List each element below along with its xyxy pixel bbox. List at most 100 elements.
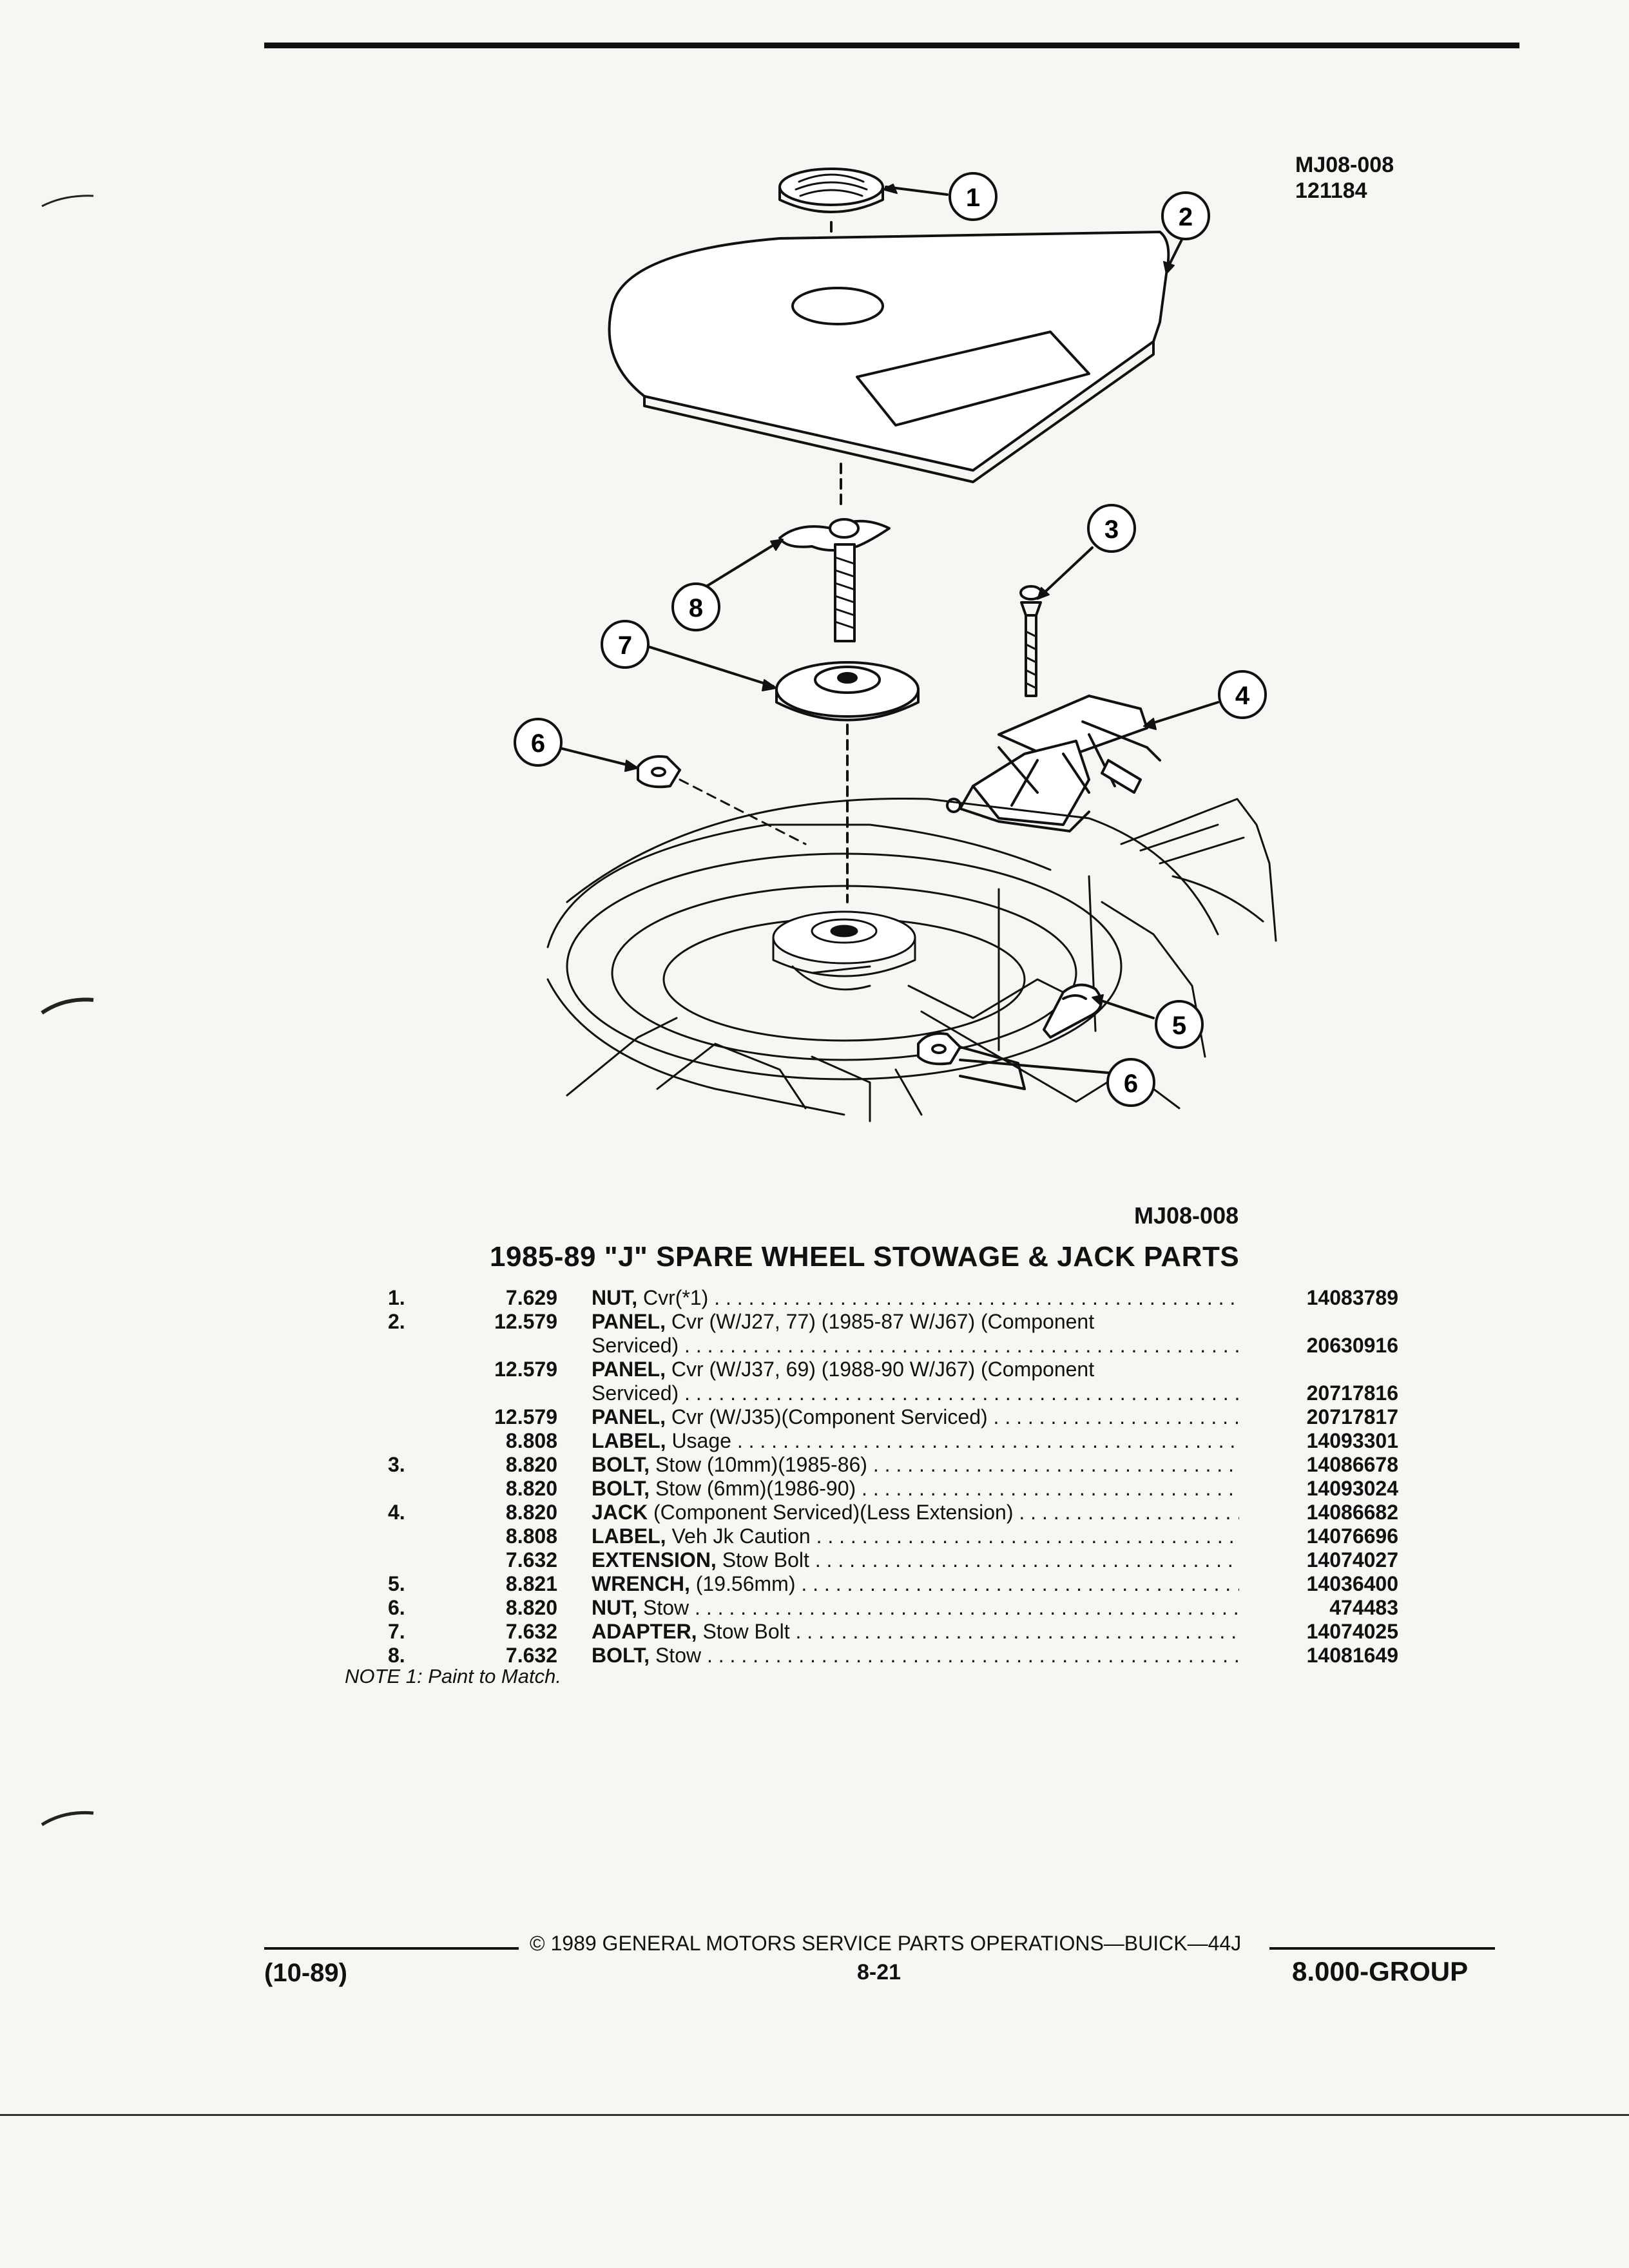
part-description: ADAPTER, Stow Bolt [592, 1620, 1239, 1644]
part-name: BOLT, [592, 1477, 650, 1500]
part-name: LABEL, [592, 1429, 666, 1452]
parts-list: 1. 7.629 NUT, Cvr(*1) 14083789 2. 12.579… [342, 1286, 1398, 1667]
svg-text:2: 2 [1179, 203, 1193, 231]
parts-row: 7. 7.632 ADAPTER, Stow Bolt 14074025 [342, 1620, 1398, 1644]
part-detail: Stow [643, 1596, 1239, 1619]
leader-7 [640, 643, 775, 687]
part-number: 20717816 [1306, 1381, 1398, 1405]
item-number: 3. [388, 1453, 405, 1476]
part-name: EXTENSION, [592, 1548, 717, 1571]
stow-nut-part-upper [637, 755, 681, 789]
part-detail: Stow (10mm)(1985-86) [655, 1453, 1239, 1476]
part-name: LABEL, [592, 1524, 666, 1548]
part-name: BOLT, [592, 1453, 650, 1476]
adapter-part [775, 661, 920, 722]
item-number: 5. [388, 1572, 405, 1595]
part-number: 14036400 [1306, 1572, 1398, 1595]
svg-text:5: 5 [1172, 1012, 1186, 1040]
cover-panel-part [608, 231, 1170, 483]
footer-rule-right [1269, 1947, 1495, 1950]
part-name: PANEL, [592, 1358, 666, 1381]
parts-row: 6. 8.820 NUT, Stow 474483 [342, 1596, 1398, 1620]
cover-nut-part [778, 168, 884, 213]
parts-row: 7.632 EXTENSION, Stow Bolt 14074027 [342, 1548, 1398, 1572]
leader-8 [695, 540, 781, 594]
part-description: PANEL, Cvr (W/J35)(Component Serviced) [592, 1405, 1239, 1429]
stow-nut-part-lower [917, 1032, 1026, 1090]
part-detail: Cvr (W/J35)(Component Serviced) [671, 1405, 1239, 1428]
part-detail: Stow (6mm)(1986-90) [655, 1477, 1239, 1500]
group-code: 8.820 [505, 1596, 557, 1619]
scan-mark [41, 195, 94, 207]
part-description: JACK (Component Serviced)(Less Extension… [592, 1501, 1239, 1524]
callout-6-lower: 6 [1106, 1058, 1155, 1107]
copyright-text: © 1989 GENERAL MOTORS SERVICE PARTS OPER… [530, 1932, 1242, 1955]
parts-row: 12.579 PANEL, Cvr (W/J35)(Component Serv… [342, 1405, 1398, 1429]
figure-id-top: MJ08-008 121184 [1295, 152, 1394, 204]
parts-row: 12.579 PANEL, Cvr (W/J37, 69) (1988-90 W… [342, 1358, 1398, 1405]
leader-5 [1094, 997, 1155, 1019]
scan-mark [41, 1811, 94, 1827]
part-number: 20717817 [1306, 1405, 1398, 1428]
part-description: WRENCH, (19.56mm) [592, 1572, 1239, 1596]
part-detail: Cvr (W/J27, 77) (1985-87 W/J67) (Compone… [671, 1310, 1095, 1333]
parts-list-title: 1985-89 "J" SPARE WHEEL STOWAGE & JACK P… [490, 1241, 1240, 1273]
part-description: NUT, Stow [592, 1596, 1239, 1620]
svg-text:7: 7 [618, 631, 632, 660]
part-description: PANEL, Cvr (W/J37, 69) (1988-90 W/J67) (… [592, 1358, 1239, 1405]
part-number: 14076696 [1306, 1524, 1398, 1548]
part-detail: Usage [671, 1429, 1239, 1452]
part-name: PANEL, [592, 1310, 666, 1333]
footer-rule-left [264, 1947, 519, 1950]
part-name: JACK [592, 1501, 648, 1524]
part-description: PANEL, Cvr (W/J27, 77) (1985-87 W/J67) (… [592, 1310, 1239, 1358]
part-description: BOLT, Stow (10mm)(1985-86) [592, 1453, 1239, 1477]
group-code: 8.808 [505, 1524, 557, 1548]
item-number: 8. [388, 1644, 405, 1667]
callout-4: 4 [1218, 670, 1267, 719]
callout-3: 3 [1087, 504, 1136, 553]
leader-4 [1146, 701, 1219, 726]
scan-mark [41, 997, 94, 1015]
parts-row: 8.808 LABEL, Veh Jk Caution 14076696 [342, 1524, 1398, 1548]
part-number: 14086682 [1306, 1501, 1398, 1524]
group-code: 7.632 [505, 1620, 557, 1643]
svg-text:3: 3 [1104, 515, 1119, 544]
parts-row: 8. 7.632 BOLT, Stow 14081649 [342, 1644, 1398, 1667]
svg-text:6: 6 [531, 729, 545, 758]
figure-id-bottom: MJ08-008 [1134, 1202, 1239, 1229]
figure-code: 121184 [1295, 178, 1367, 203]
group-code: 8.821 [505, 1572, 557, 1595]
figure-id: MJ08-008 [1295, 153, 1394, 177]
part-detail-continued: Serviced) [592, 1381, 1239, 1405]
part-name: ADAPTER, [592, 1620, 697, 1643]
part-description: EXTENSION, Stow Bolt [592, 1548, 1239, 1572]
callout-6-upper: 6 [514, 718, 563, 767]
part-detail: Cvr (W/J37, 69) (1988-90 W/J67) (Compone… [671, 1358, 1095, 1381]
bottom-rule [0, 2114, 1629, 2116]
wrench-part [1043, 983, 1103, 1039]
group-code: 8.808 [505, 1429, 557, 1452]
part-name: BOLT, [592, 1644, 650, 1667]
callout-2: 2 [1161, 191, 1210, 240]
group-code: 8.820 [505, 1453, 557, 1476]
footnote: NOTE 1: Paint to Match. [345, 1665, 561, 1687]
group-number: 8.000-GROUP [1292, 1956, 1469, 1986]
part-number: 14074027 [1306, 1548, 1398, 1571]
part-number: 14074025 [1306, 1620, 1398, 1643]
svg-text:1: 1 [966, 184, 980, 212]
leader-3 [1039, 546, 1094, 597]
part-number: 474483 [1329, 1596, 1398, 1619]
callout-5: 5 [1155, 1000, 1204, 1049]
svg-text:8: 8 [689, 594, 703, 622]
leader-6-lower [959, 1059, 1110, 1074]
callout-8: 8 [671, 582, 720, 631]
part-detail: (19.56mm) [696, 1572, 1239, 1595]
stow-bolt-part [778, 518, 891, 642]
part-description: BOLT, Stow [592, 1644, 1239, 1667]
callout-7: 7 [601, 620, 650, 669]
parts-row: 3. 8.820 BOLT, Stow (10mm)(1985-86) 1408… [342, 1453, 1398, 1477]
part-detail: Stow Bolt [702, 1620, 1239, 1643]
item-number: 4. [388, 1501, 405, 1524]
part-description: BOLT, Stow (6mm)(1986-90) [592, 1477, 1239, 1501]
